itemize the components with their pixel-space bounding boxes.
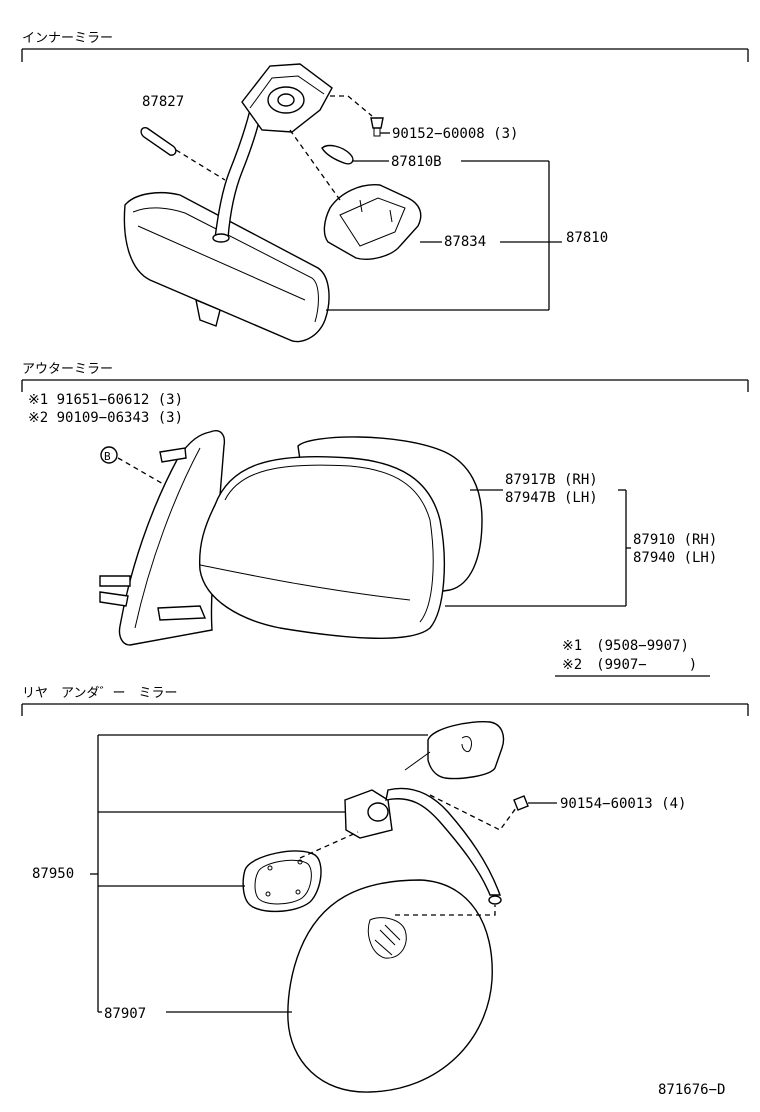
label-87827: 87827 [142,94,184,110]
note-2-part: ※2 90109−06343 (3) [28,410,183,426]
label-87910-rh: 87910 (RH) [633,532,717,548]
drawing-number: 871676−D [658,1082,725,1098]
label-87907: 87907 [104,1006,146,1022]
section-title-outer-mirror: アウターミラー [22,362,113,377]
bolt-mark: B [104,450,111,463]
section-bracket-outer [21,379,749,392]
label-87947B-lh: 87947B (LH) [505,490,598,506]
section-title-inner-mirror: インナーミラー [22,31,113,46]
label-87810: 87810 [566,230,608,246]
outer-mirror-illustration: B [99,430,483,646]
inner-mirror-illustration [123,63,422,343]
bracket-87950 [90,734,428,1013]
label-87917B-rh: 87917B (RH) [505,472,598,488]
section-bracket-rear [21,703,749,716]
rear-under-mirror-illustration [242,720,529,1093]
section-title-rear-under-mirror: リヤ アンダ゛ー ミラー [22,686,177,701]
label-87834: 87834 [444,234,486,250]
bracket-87810 [326,160,562,311]
label-90152-60008: 90152−60008 (3) [392,126,518,142]
section-bracket-inner [21,48,749,62]
label-87950: 87950 [32,866,74,882]
period-note-1: ※1 (9508−9907) [562,638,689,654]
label-90154-60013: 90154−60013 (4) [560,796,686,812]
period-note-2: ※2 (9907− ) [562,657,697,673]
bracket-87910 [445,489,631,607]
label-87810B: 87810B [391,154,442,170]
label-87940-lh: 87940 (LH) [633,550,717,566]
note-1-part: ※1 91651−60612 (3) [28,392,183,408]
